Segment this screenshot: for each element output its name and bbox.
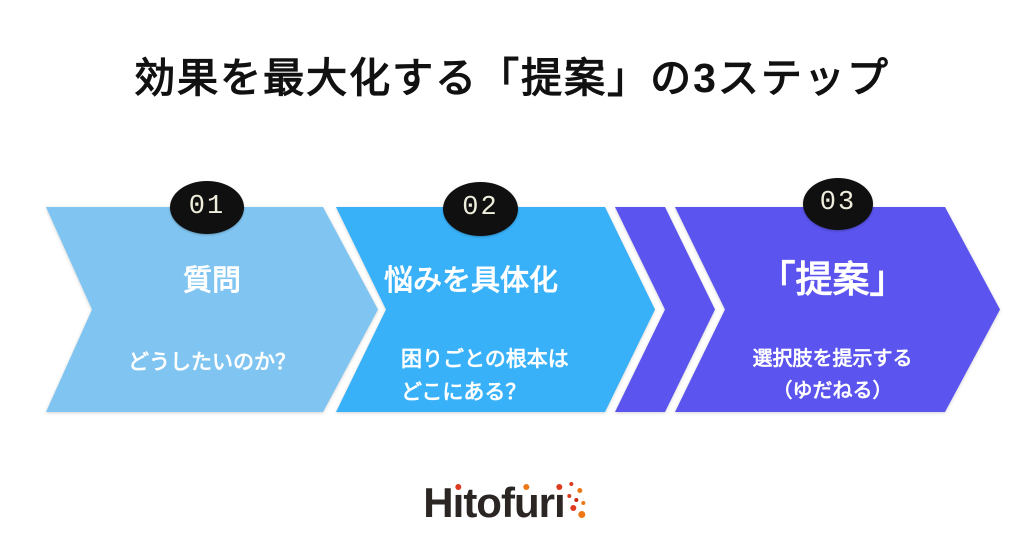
step2-subtitle: 困りごとの根本は どこにある？ bbox=[401, 343, 661, 409]
logo-i2-dot-icon bbox=[556, 484, 563, 490]
page-title: 効果を最大化する「提案」の3ステップ bbox=[134, 55, 890, 101]
hitofuri-logo: H ı tof u r ı bbox=[423, 481, 590, 525]
step2-arrow-shape bbox=[336, 207, 655, 412]
step3-accent-chevron bbox=[615, 207, 715, 412]
logo-letter-i1: ı bbox=[452, 479, 465, 526]
logo-letters-tof: tof bbox=[463, 479, 515, 526]
step1-title: 質問 bbox=[182, 265, 241, 297]
step1-subtitle-line1: どうしたいのか？ bbox=[128, 351, 296, 374]
logo-letter-r: r bbox=[538, 479, 555, 526]
step2-subtitle-line2: どこにある？ bbox=[401, 381, 527, 404]
step3-number: 03 bbox=[819, 188, 857, 218]
step2-title: 悩みを具体化 bbox=[383, 265, 558, 297]
step1-number-badge: 01 bbox=[170, 181, 244, 234]
step3-number-badge: 03 bbox=[803, 178, 873, 230]
step1-arrow-shape bbox=[46, 207, 378, 412]
logo-u-dot-icon bbox=[523, 484, 530, 490]
step2-number-badge: 02 bbox=[443, 182, 518, 236]
step3-subtitle-line1: 選択肢を提示する bbox=[752, 348, 913, 370]
logo-sparkle-dots-icon bbox=[565, 481, 591, 525]
logo-letter-i2: ı bbox=[553, 479, 566, 526]
logo-letter-u: u bbox=[513, 479, 540, 526]
step3-arrow-shape bbox=[675, 207, 1000, 412]
logo-i-dot-icon bbox=[454, 484, 461, 490]
step3-subtitle: 選択肢を提示する （ゆだねる） bbox=[700, 343, 965, 407]
step3-title: 「提案」 bbox=[758, 259, 907, 300]
step1-subtitle: どうしたいのか？ bbox=[62, 346, 362, 379]
step1-number: 01 bbox=[188, 191, 226, 222]
step2-number: 02 bbox=[462, 193, 499, 223]
step3-subtitle-line2: （ゆだねる） bbox=[772, 380, 893, 402]
logo-letter-h: H bbox=[423, 479, 453, 526]
step2-subtitle-line1: 困りごとの根本は bbox=[401, 348, 569, 371]
